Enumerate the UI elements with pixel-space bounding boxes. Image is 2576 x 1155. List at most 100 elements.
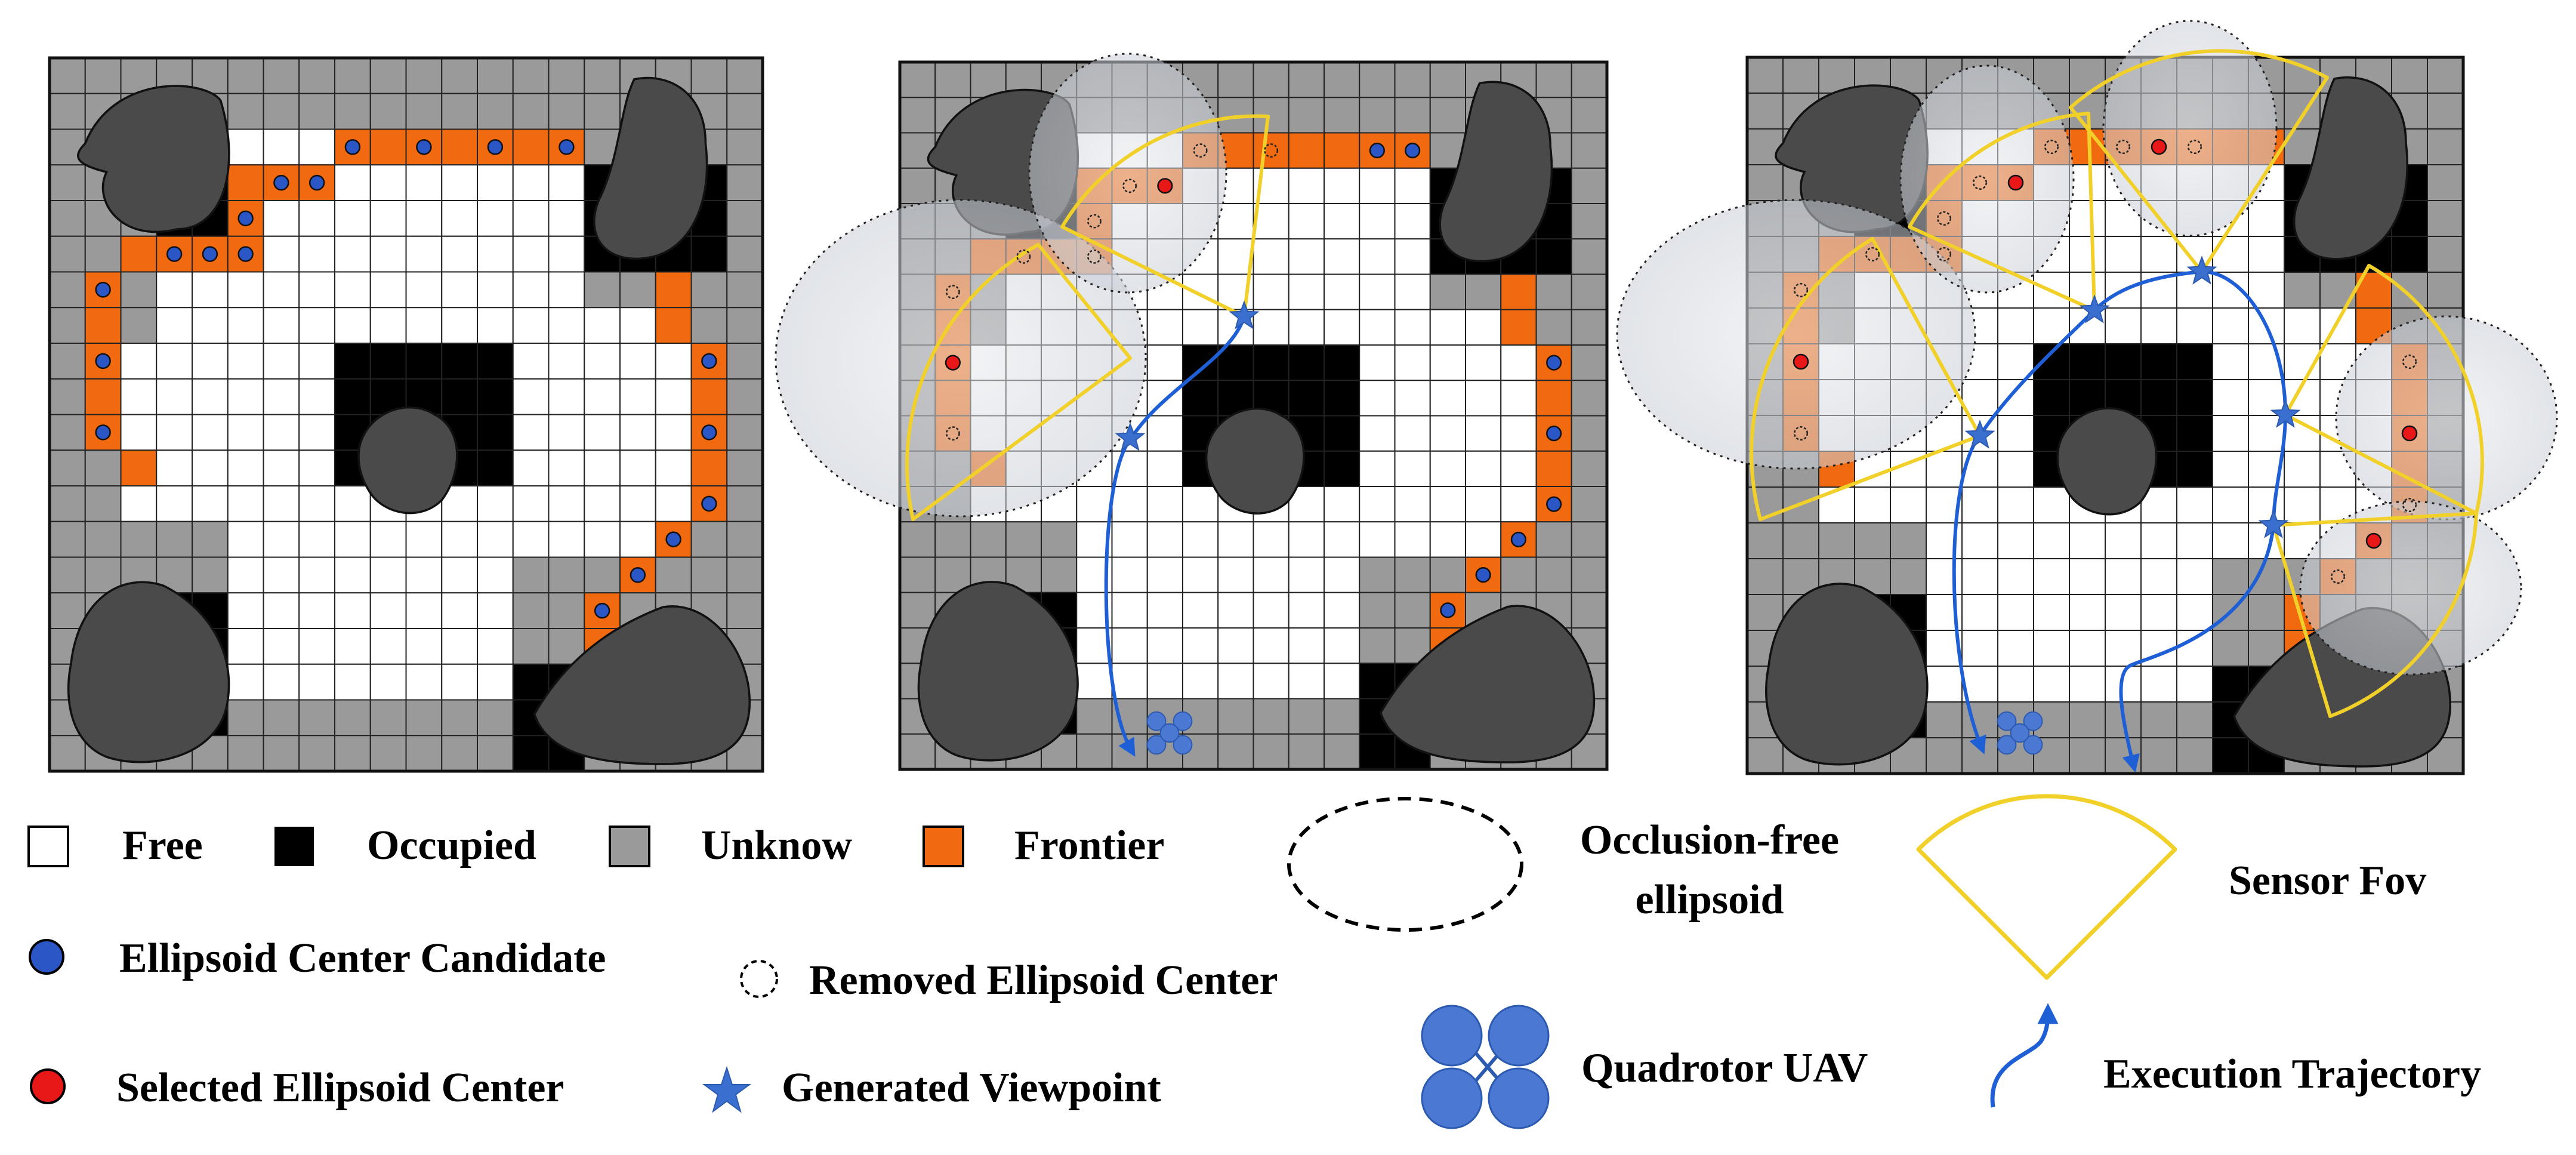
candidate-center-marker [95,282,111,298]
grid-cell [369,699,407,737]
grid-cell [1288,556,1325,593]
grid-cell [263,556,300,594]
grid-cell [1217,521,1254,558]
grid-cell [2212,415,2249,452]
grid-cell [899,733,936,770]
grid-cell [298,592,335,629]
grid-cell [1465,450,1502,487]
grid-cell [2212,451,2249,488]
grid-cell [1747,57,1784,94]
candidate-center-marker [701,353,717,369]
rock-obstacle [357,406,458,515]
grid-cell [227,735,264,772]
grid-cell [49,449,86,486]
grid-cell [120,520,158,558]
grid-cell [156,414,193,451]
grid-cell [298,414,335,451]
candidate-center-marker [701,495,717,512]
grid-cell [1359,167,1396,204]
grid-cell [548,200,585,237]
grid-cell [192,307,229,344]
candidate-center-marker [1405,143,1421,159]
selected-center-marker [2151,138,2167,155]
grid-cell [970,521,1007,558]
removed-center-marker [2330,569,2346,584]
grid-cell [2212,558,2249,595]
execution-trajectory [1104,316,1246,757]
grid-border [48,56,764,773]
legend-occupied-label: Occupied [367,823,536,868]
grid-cell [584,556,621,594]
grid-cell [2140,236,2177,273]
grid-cell [334,343,371,380]
grid-cell [548,449,585,486]
grid-cell [369,235,407,273]
grid-cell [2248,236,2285,273]
grid-cell [405,628,443,665]
grid-cell [1429,486,1466,523]
grid-cell [1961,558,1998,595]
grid-cell [1217,203,1254,240]
legend-fov-icon [1916,794,2177,980]
grid-cell [1111,521,1148,558]
grid-cell [263,93,300,130]
grid-cell [726,57,763,94]
grid-cell [1926,558,1963,595]
grid-cell [1961,522,1998,559]
rock-obstacle [533,605,751,765]
removed-center-marker [945,426,960,441]
grid-cell [1747,522,1784,559]
grid-cell [334,200,371,237]
grid-cell [512,235,550,273]
grid-cell [477,93,514,130]
grid-cell [2140,558,2177,595]
grid-cell [726,485,763,522]
grid-cell [1535,556,1572,593]
grid-cell [1324,627,1361,664]
grid-cell [49,93,86,130]
grid-cell [655,378,692,415]
removed-center-marker [2115,139,2131,155]
grid-cell [1111,556,1148,593]
grid-cell [227,556,264,594]
grid-cell [512,128,550,166]
grid-cell [2427,272,2464,309]
grid-cell [1324,380,1361,417]
grid-cell [1571,238,1608,275]
grid-cell [84,57,122,94]
grid-cell [2140,522,2177,559]
removed-center-marker [1865,247,1880,262]
grid-cell [227,414,264,451]
grid-cell [619,485,656,522]
grid-cell [263,592,300,629]
grid-cell [1324,238,1361,275]
grid-cell [2427,200,2464,237]
grid-cell [477,414,514,451]
grid-cell [49,592,86,629]
grid-cell [1324,309,1361,346]
candidate-center-marker [95,424,111,441]
panel-2-overlays [775,53,1562,757]
grid-cell [298,200,335,237]
candidate-center-marker [273,174,289,191]
grid-cell [1394,450,1431,487]
grid-cell [1571,273,1608,310]
grid-cell [690,271,728,309]
grid-cell [548,592,585,629]
grid-cell [1890,558,1927,595]
grid-cell [1500,380,1537,417]
grid-cell [298,699,335,737]
grid-cell [49,556,86,594]
grid-cell [1997,307,2034,344]
grid-cell [298,556,335,594]
candidate-center-marker [1546,355,1562,371]
grid-cell [1394,167,1431,204]
grid-cell [655,271,692,309]
grid-cell [1182,627,1219,664]
grid-cell [619,271,656,309]
grid-cell [192,449,229,486]
grid-cell [477,307,514,344]
grid-cell [1182,344,1219,381]
grid-cell [584,271,621,309]
grid-cell [690,235,728,273]
